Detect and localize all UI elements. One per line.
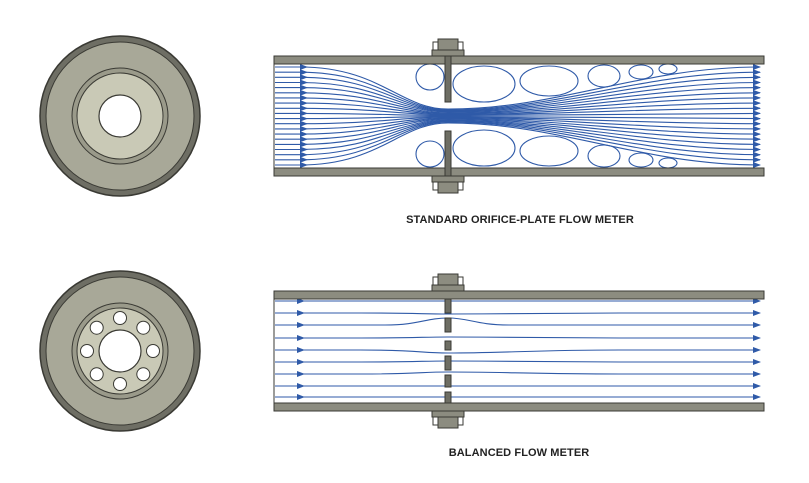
ring-hole (80, 344, 94, 358)
flow-arrow (300, 94, 308, 101)
flow-line (275, 335, 761, 341)
flow-arrow (300, 136, 308, 143)
flow-line (275, 74, 761, 112)
flow-line (275, 119, 761, 148)
ring-holes (80, 311, 160, 391)
balanced-plate-flange (431, 273, 465, 429)
flow-arrow (300, 84, 308, 91)
flow-arrow (300, 89, 308, 96)
standard-caption: STANDARD ORIFICE-PLATE FLOW METER (406, 214, 634, 226)
flow-arrow (300, 162, 308, 168)
balanced-pipe-side-view (273, 273, 765, 429)
flow-arrow (300, 115, 308, 122)
flow-line (275, 69, 761, 111)
flow-line (275, 310, 761, 316)
orifice-plate-flange (431, 38, 465, 194)
flow-lines (275, 298, 761, 400)
flow-arrow (300, 131, 308, 138)
flow-arrow (300, 64, 308, 70)
ring-hole (89, 367, 104, 382)
flow-line (275, 110, 761, 117)
pipe-wall-bottom (273, 402, 765, 412)
flow-arrow (300, 146, 308, 153)
flow-arrow (300, 79, 308, 86)
flow-line (275, 371, 761, 377)
center-hole (98, 329, 142, 373)
flow-arrow (297, 322, 305, 328)
orifice-hole (98, 94, 142, 138)
flow-line (275, 359, 761, 365)
flow-line (275, 117, 761, 138)
flow-arrow (300, 151, 308, 158)
flow-arrow (300, 74, 308, 81)
flow-line (275, 347, 761, 354)
flow-arrow (300, 125, 308, 132)
flow-arrow (300, 69, 308, 76)
balanced-caption: BALANCED FLOW METER (448, 447, 590, 459)
flow-line (275, 84, 761, 113)
flow-arrow (300, 156, 308, 163)
flow-line (275, 116, 761, 127)
flow-arrow (297, 383, 305, 389)
flow-line (275, 105, 761, 116)
flow-line (275, 121, 761, 163)
flow-line (275, 115, 761, 122)
flow-arrow (297, 347, 305, 353)
flow-arrow (300, 141, 308, 148)
vortices (415, 63, 678, 169)
standard-pipe-side-view (273, 38, 765, 194)
flow-line (275, 120, 761, 153)
flow-arrow (300, 110, 308, 117)
balanced-plate-front-view (39, 270, 201, 432)
flow-arrow (297, 371, 305, 377)
flow-line (275, 94, 761, 115)
flow-line (275, 317, 761, 328)
flow-arrow (297, 310, 305, 316)
flow-line (275, 79, 761, 112)
ring-hole (136, 320, 151, 335)
flow-line (275, 100, 761, 115)
ring-hole (113, 377, 127, 391)
flow-line (275, 122, 761, 168)
ring-hole (113, 311, 127, 325)
flow-lines (275, 64, 761, 168)
flow-arrow (300, 100, 308, 107)
pipe-wall-top (273, 290, 765, 300)
standard-plate-front-view (39, 35, 201, 197)
flow-arrow (297, 335, 305, 341)
ring-hole (136, 367, 151, 382)
flow-line (275, 120, 761, 158)
flow-line (275, 117, 761, 132)
flow-line (275, 118, 761, 143)
flow-arrow (300, 120, 308, 127)
flow-arrow (297, 394, 305, 400)
flow-arrow (300, 105, 308, 112)
flow-line (275, 89, 761, 114)
ring-hole (89, 320, 104, 335)
flow-arrow (297, 359, 305, 365)
flow-line (275, 64, 761, 110)
pipe-wall-bottom (273, 167, 765, 177)
ring-hole (146, 344, 160, 358)
pipe-wall-top (273, 55, 765, 65)
